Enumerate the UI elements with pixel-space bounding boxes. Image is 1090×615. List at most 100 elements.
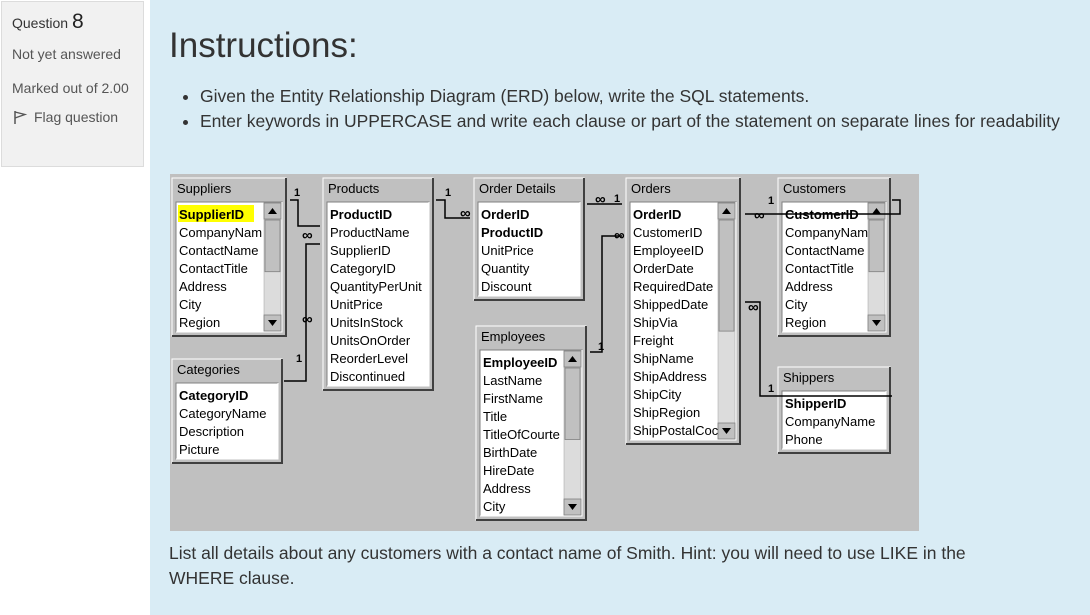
erd-field: City — [179, 297, 202, 312]
scroll-up-icon[interactable] — [568, 356, 577, 362]
erd-table-categories[interactable]: CategoriesCategoryIDCategoryNameDescript… — [171, 358, 283, 464]
erd-table-employees[interactable]: EmployeesEmployeeIDLastNameFirstNameTitl… — [475, 325, 587, 521]
erd-field: ShipVia — [633, 315, 678, 330]
erd-field: CategoryID — [179, 388, 248, 403]
erd-field: CompanyNam — [785, 225, 868, 240]
instruction-item: Enter keywords in UPPERCASE and write ea… — [200, 109, 1060, 134]
erd-field: Description — [179, 424, 244, 439]
erd-field: ProductID — [330, 207, 392, 222]
erd-table-title: Suppliers — [177, 181, 232, 196]
erd-field: ContactTitle — [785, 261, 854, 276]
erd-field: ShipperID — [785, 396, 846, 411]
erd-field: ShipAddress — [633, 369, 707, 384]
erd-field: CategoryID — [330, 261, 396, 276]
flag-question-link[interactable]: Flag question — [12, 109, 133, 125]
cardinality-many-label: ∞ — [302, 311, 313, 328]
erd-table-title: Shippers — [783, 370, 835, 385]
erd-relationship-line — [590, 235, 622, 353]
erd-field: UnitsOnOrder — [330, 333, 411, 348]
erd-field: OrderID — [481, 207, 529, 222]
cardinality-one-label: 1 — [768, 195, 774, 207]
question-number-value: 8 — [71, 10, 84, 33]
scroll-down-icon[interactable] — [722, 428, 731, 434]
erd-field: ShipName — [633, 351, 694, 366]
erd-field: TitleOfCourte — [483, 427, 560, 442]
erd-field: UnitPrice — [481, 243, 534, 258]
erd-field: Phone — [785, 432, 823, 447]
scroll-up-icon[interactable] — [268, 208, 277, 214]
cardinality-one-label: 1 — [296, 353, 302, 365]
erd-field: ContactTitle — [179, 261, 248, 276]
erd-field: EmployeeID — [633, 243, 704, 258]
erd-field: Address — [179, 279, 227, 294]
cardinality-many-label: ∞ — [754, 207, 765, 224]
erd-table-title: Order Details — [479, 181, 556, 196]
erd-field: Discount — [481, 279, 532, 294]
scroll-down-icon[interactable] — [872, 320, 881, 326]
scroll-up-icon[interactable] — [872, 208, 881, 214]
erd-field: ContactName — [785, 243, 864, 258]
erd-table-products[interactable]: ProductsProductIDProductNameSupplierIDCa… — [322, 177, 434, 391]
erd-field: ProductID — [481, 225, 543, 240]
erd-table-title: Orders — [631, 181, 671, 196]
instruction-item: Given the Entity Relationship Diagram (E… — [200, 84, 1060, 109]
instruction-list: Given the Entity Relationship Diagram (E… — [200, 84, 1060, 134]
erd-table-suppliers[interactable]: SuppliersSupplierIDCompanyNamContactName… — [171, 177, 287, 337]
erd-field: CompanyName — [785, 414, 875, 429]
cardinality-one-label: 1 — [445, 187, 451, 199]
cardinality-many-label: ∞ — [302, 227, 313, 244]
erd-field: SupplierID — [330, 243, 391, 258]
erd-relationship-line — [290, 199, 320, 227]
erd-field: Picture — [179, 442, 219, 457]
cardinality-many-label: ∞ — [460, 205, 471, 222]
erd-field: LastName — [483, 373, 542, 388]
question-content: Instructions: Given the Entity Relations… — [150, 0, 1090, 615]
erd-field: ReorderLevel — [330, 351, 408, 366]
erd-field: Discontinued — [330, 369, 405, 384]
erd-field: Address — [785, 279, 833, 294]
erd-field: OrderDate — [633, 261, 694, 276]
erd-field: SupplierID — [179, 207, 244, 222]
cardinality-many-label: ∞ — [614, 227, 625, 244]
flag-icon — [14, 111, 28, 124]
erd-field: OrderID — [633, 207, 681, 222]
erd-field: UnitsInStock — [330, 315, 403, 330]
erd-field: CompanyNam — [179, 225, 262, 240]
erd-relationship-line — [436, 199, 470, 219]
erd-field: ProductName — [330, 225, 409, 240]
task-text: List all details about any customers wit… — [169, 543, 966, 588]
erd-field: FirstName — [483, 391, 543, 406]
erd-field: Title — [483, 409, 507, 424]
erd-field: RequiredDate — [633, 279, 713, 294]
erd-table-title: Categories — [177, 362, 240, 377]
cardinality-many-label: ∞ — [748, 299, 759, 316]
scroll-up-icon[interactable] — [722, 208, 731, 214]
question-label: Question — [12, 15, 69, 31]
flag-question-label: Flag question — [34, 109, 119, 125]
scroll-down-icon[interactable] — [568, 504, 577, 510]
erd-field: Address — [483, 481, 531, 496]
erd-table-customers[interactable]: CustomersCustomerIDCompanyNamContactName… — [777, 177, 891, 337]
cardinality-many-label: ∞ — [595, 191, 606, 208]
question-grade: Marked out of 2.00 — [12, 80, 129, 96]
instructions-title: Instructions: — [169, 26, 358, 65]
erd-field: Region — [785, 315, 826, 330]
erd-table-title: Employees — [481, 329, 546, 344]
erd-field: City — [785, 297, 808, 312]
erd-field: ShipCity — [633, 387, 682, 402]
erd-field: CustomerID — [633, 225, 702, 240]
cardinality-one-label: 1 — [768, 383, 774, 395]
erd-field: ShipPostalCoc — [633, 423, 719, 438]
erd-table-order-details[interactable]: Order DetailsOrderIDProductIDUnitPriceQu… — [473, 177, 585, 301]
cardinality-one-label: 1 — [294, 187, 300, 199]
scroll-down-icon[interactable] — [268, 320, 277, 326]
erd-relationship-line — [745, 301, 892, 397]
erd-field: BirthDate — [483, 445, 537, 460]
erd-field: Region — [179, 315, 220, 330]
erd-field: Freight — [633, 333, 674, 348]
erd-field: ShipRegion — [633, 405, 700, 420]
erd-field: City — [483, 499, 506, 514]
erd-field: QuantityPerUnit — [330, 279, 422, 294]
